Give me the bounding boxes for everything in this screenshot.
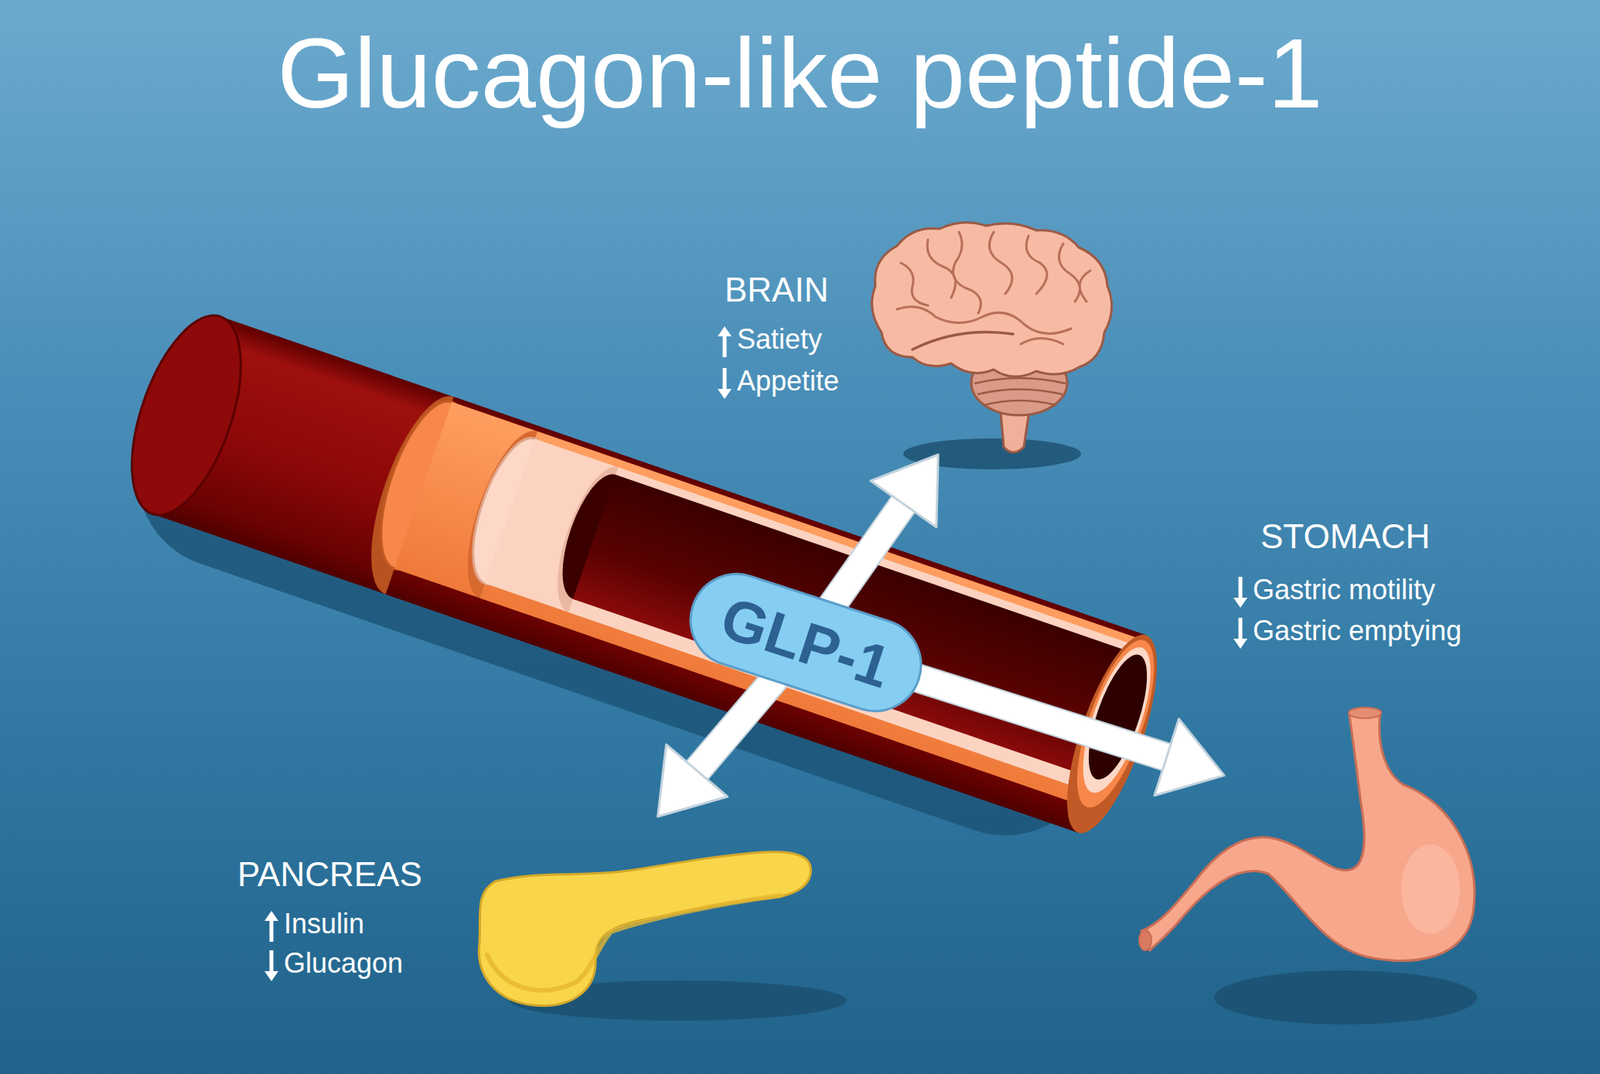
label-slot: BRAIN <box>724 270 829 311</box>
label-slot: PANCREAS <box>237 855 423 895</box>
effect-label: Gastric emptying <box>1252 614 1462 647</box>
vessel-media-layer <box>394 402 1145 808</box>
vessel-outer-wall <box>152 316 1147 833</box>
up-arrow-symbol <box>264 910 279 942</box>
title-slot: Glucagon-like peptide-1 <box>0 23 1600 123</box>
organ-name: STOMACH <box>1260 517 1430 557</box>
down-arrow-shape <box>717 368 732 400</box>
effect-label: Gastric motility <box>1252 573 1436 606</box>
stomach <box>1141 711 1475 961</box>
esophagus-opening <box>1348 707 1382 719</box>
vessel-intima-layer <box>568 467 1142 792</box>
stomach-illustration <box>1139 707 1478 1025</box>
brain-illustration <box>872 222 1113 470</box>
down-arrow-symbol <box>717 368 732 400</box>
effect-arrow <box>915 677 1225 796</box>
vessel-outer-wall <box>385 396 1147 833</box>
organ-name: BRAIN <box>724 270 829 311</box>
up-arrow-shape <box>717 326 732 358</box>
pancreas-shading <box>487 895 782 991</box>
down-arrow-symbol <box>1233 617 1248 649</box>
organ-label-group: PANCREAS InsulinGlucagon <box>224 816 859 1029</box>
pancreas-illustration <box>478 852 847 1021</box>
stomach-shadow <box>1214 970 1478 1025</box>
arrow-head <box>1154 719 1225 796</box>
arrow-shaft <box>831 494 910 606</box>
down-arrow-shape <box>1233 617 1248 649</box>
label-slot: Satiety <box>736 323 823 355</box>
cerebrum <box>872 222 1113 377</box>
label-slot: Insulin <box>283 907 365 940</box>
arrow-shaft <box>915 677 1177 761</box>
diagram-title: Glucagon-like peptide-1 <box>277 23 1324 123</box>
down-arrow-symbol <box>1233 576 1248 608</box>
stomach-highlight <box>1401 844 1461 935</box>
down-arrow-symbol <box>264 950 279 982</box>
label-slot: Gastric motility <box>1252 573 1436 606</box>
label-slot: Glucagon <box>283 947 403 980</box>
effect-label: Appetite <box>736 365 840 397</box>
arrow-shaft-outline <box>831 494 910 606</box>
label-slot: STOMACH <box>1260 517 1430 557</box>
up-arrow-symbol <box>717 326 732 358</box>
arrow-head <box>870 454 939 528</box>
organ-label-group: STOMACH Gastric motilityGastric emptying <box>1224 506 1493 1029</box>
down-arrow-shape <box>264 950 279 982</box>
duodenum-opening <box>1139 930 1152 951</box>
effect-label: Glucagon <box>283 947 403 980</box>
effect-arrow <box>831 454 939 607</box>
pancreas <box>478 852 811 1007</box>
effect-label: Insulin <box>283 907 365 940</box>
organ-name: PANCREAS <box>237 855 423 895</box>
arrow-shaft-outline <box>689 678 776 780</box>
blood-vessel <box>109 301 1176 843</box>
label-slot: Appetite <box>736 365 840 397</box>
label-slot: Gastric emptying <box>1252 614 1462 647</box>
arrow-shaft-outline <box>915 677 1177 761</box>
lateral-fissure <box>912 332 1014 351</box>
vessel-media-layer <box>480 431 1145 808</box>
vessel-end-cap <box>109 301 263 529</box>
organ-label-group: BRAIN SatietyAppetite <box>709 219 1118 455</box>
brain-gyri <box>897 231 1091 345</box>
up-arrow-shape <box>264 910 279 942</box>
arrow-shaft <box>689 678 776 780</box>
vessel-intima-layer <box>484 438 1142 792</box>
arrow-head <box>658 744 728 817</box>
down-arrow-shape <box>1233 576 1248 608</box>
effect-label: Satiety <box>736 323 823 355</box>
effect-arrow <box>658 678 777 817</box>
